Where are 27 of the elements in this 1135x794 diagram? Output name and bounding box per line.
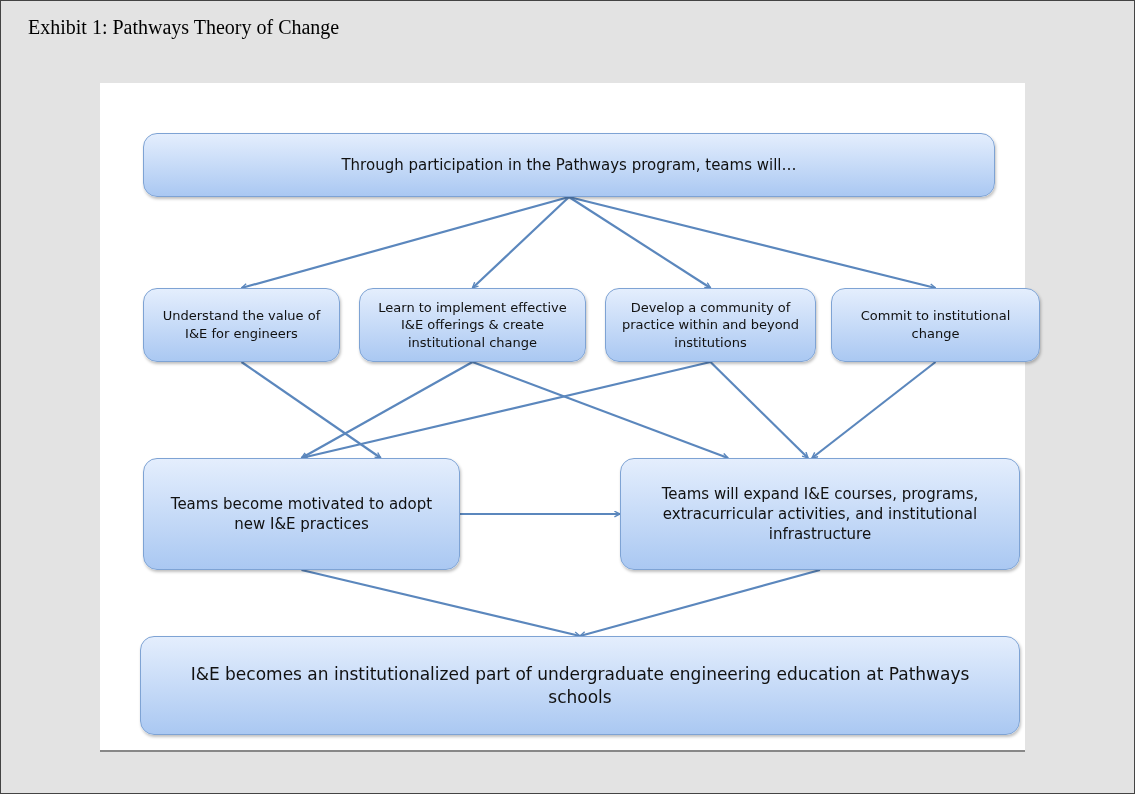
arrow	[811, 361, 937, 459]
arrow	[471, 196, 570, 289]
arrow	[300, 361, 474, 459]
arrow	[472, 360, 729, 460]
box-text: Teams become motivated to adopt new I&E practices	[169, 493, 434, 535]
process-box	[620, 458, 1020, 570]
box-text: Understand the value of I&E for engineers	[161, 307, 322, 343]
box-text: Learn to implement effective I&E offerings & create institutional change	[377, 298, 568, 352]
process-box	[143, 458, 460, 570]
arrow	[240, 195, 570, 290]
box-text: Through participation in the Pathways program, teams will…	[341, 154, 797, 176]
arrow	[579, 568, 821, 638]
arrow	[709, 361, 809, 459]
arrow	[240, 361, 382, 459]
arrow	[460, 510, 621, 518]
process-box	[140, 636, 1020, 735]
title: Exhibit 1: Pathways Theory of Change	[28, 16, 340, 39]
box-text: Teams will expand I&E courses, programs, extracurricular activities, and institutional infrastructure	[660, 483, 980, 545]
process-box	[831, 288, 1040, 362]
process-box	[143, 133, 995, 197]
process-box	[605, 288, 816, 362]
box-text: Develop a community of practice within and beyond institutions	[620, 298, 801, 352]
process-box	[143, 288, 340, 362]
arrow	[568, 196, 712, 289]
process-box	[359, 288, 586, 362]
box-text: Commit to institutional change	[859, 307, 1012, 343]
box-text: I&E becomes an institutionalized part of undergraduate engineering education at Pathways schools	[189, 662, 971, 709]
